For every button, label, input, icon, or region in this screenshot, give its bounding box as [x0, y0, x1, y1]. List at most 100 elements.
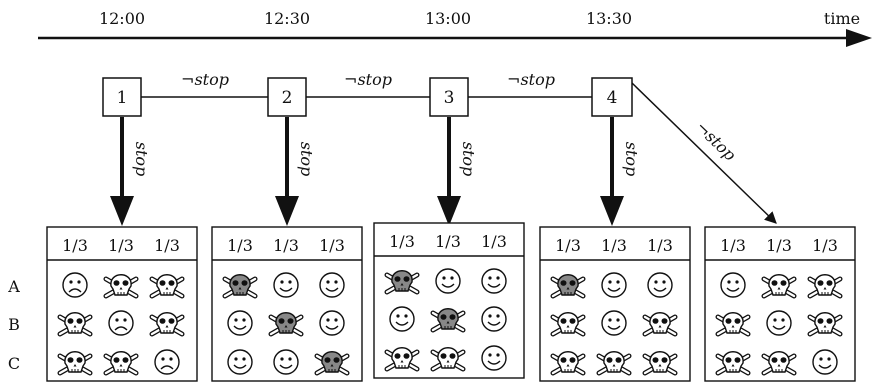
smiley-icon	[766, 310, 792, 336]
smiley-icon	[227, 310, 253, 336]
skull-icon	[807, 274, 843, 299]
skull-icon	[550, 312, 586, 337]
smiley-icon	[601, 310, 627, 336]
skull-icon	[761, 351, 797, 376]
probability-label: 1/3	[273, 236, 299, 255]
transition-label: ¬stop	[692, 118, 740, 165]
time-arrow-icon	[846, 29, 872, 47]
gray-skull-icon	[384, 270, 420, 295]
outcome-panel: 1/3 1/3 1/3	[704, 226, 856, 382]
probability-label: 1/3	[481, 232, 507, 251]
skull-icon	[103, 274, 139, 299]
time-tick: 13:30	[586, 9, 632, 28]
state-number: 4	[607, 88, 618, 108]
smiley-icon	[435, 268, 461, 294]
gray-skull-icon	[430, 308, 466, 333]
smiley-icon	[273, 272, 299, 298]
state-number: 1	[117, 88, 128, 108]
smiley-icon	[227, 349, 253, 375]
state-number: 2	[282, 88, 293, 108]
skull-icon	[103, 351, 139, 376]
skull-icon	[550, 351, 586, 376]
probability-label: 1/3	[812, 236, 838, 255]
outcome-panel: 1/3 1/3 1/3	[539, 226, 691, 382]
skull-icon	[596, 351, 632, 376]
outcome-panel: 1/3 1/3 1/3	[373, 222, 525, 379]
state-box: 2	[267, 77, 307, 117]
time-tick: 12:30	[264, 9, 310, 28]
skull-icon	[149, 312, 185, 337]
probability-label: 1/3	[319, 236, 345, 255]
smiley-icon	[812, 349, 838, 375]
sad-face-icon	[154, 349, 180, 375]
action-label: stop	[459, 142, 478, 177]
sad-face-icon	[108, 310, 134, 336]
smiley-icon	[481, 268, 507, 294]
stop-arrowhead-icon	[275, 196, 299, 226]
probability-label: 1/3	[647, 236, 673, 255]
skull-icon	[715, 351, 751, 376]
skull-icon	[642, 312, 678, 337]
time-tick: 13:00	[425, 9, 471, 28]
skull-icon	[149, 274, 185, 299]
state-box: 1	[102, 77, 142, 117]
stop-arrows	[110, 117, 624, 226]
time-axis-label: time	[824, 9, 860, 28]
stop-arrowhead-icon	[600, 196, 624, 226]
probability-label: 1/3	[108, 236, 134, 255]
row-label: B	[8, 315, 20, 334]
action-label: stop	[622, 142, 641, 177]
state-box: 4	[591, 77, 633, 117]
transition-label: ¬stop	[181, 70, 229, 89]
time-tick: 12:00	[99, 9, 145, 28]
stop-arrowhead-icon	[110, 196, 134, 226]
row-label: C	[8, 354, 20, 373]
probability-label: 1/3	[435, 232, 461, 251]
action-label: stop	[132, 142, 151, 177]
action-label: stop	[297, 142, 316, 177]
skull-icon	[384, 347, 420, 372]
transition-label: ¬stop	[344, 70, 392, 89]
skull-icon	[430, 347, 466, 372]
smiley-icon	[720, 272, 746, 298]
smiley-icon	[481, 345, 507, 371]
smiley-icon	[389, 306, 415, 332]
stop-arrowhead-icon	[437, 196, 461, 226]
probability-label: 1/3	[154, 236, 180, 255]
state-connections	[141, 82, 777, 224]
skull-icon	[761, 274, 797, 299]
gray-skull-icon	[222, 274, 258, 299]
state-number: 3	[444, 88, 455, 108]
row-label: A	[7, 277, 20, 296]
probability-label: 1/3	[720, 236, 746, 255]
outcome-panel: 1/3 1/3 1/3	[46, 226, 198, 382]
transition-label: ¬stop	[507, 70, 555, 89]
skull-icon	[807, 312, 843, 337]
skull-icon	[642, 351, 678, 376]
smiley-icon	[647, 272, 673, 298]
sad-face-icon	[62, 272, 88, 298]
smiley-icon	[319, 272, 345, 298]
skull-icon	[57, 351, 93, 376]
probability-label: 1/3	[62, 236, 88, 255]
smiley-icon	[601, 272, 627, 298]
smiley-icon	[273, 349, 299, 375]
probability-label: 1/3	[227, 236, 253, 255]
skull-icon	[57, 312, 93, 337]
gray-skull-icon	[550, 274, 586, 299]
smiley-icon	[319, 310, 345, 336]
smiley-icon	[481, 306, 507, 332]
probability-label: 1/3	[601, 236, 627, 255]
state-box: 3	[429, 77, 469, 117]
probability-label: 1/3	[555, 236, 581, 255]
probability-label: 1/3	[766, 236, 792, 255]
outcome-panel: 1/3 1/3 1/3	[211, 226, 363, 382]
gray-skull-icon	[314, 351, 350, 376]
gray-skull-icon	[268, 312, 304, 337]
time-axis: 12:00 12:30 13:00 13:30 time	[38, 9, 872, 47]
probability-label: 1/3	[389, 232, 415, 251]
final-transition-arrow	[631, 82, 777, 224]
skull-icon	[715, 312, 751, 337]
